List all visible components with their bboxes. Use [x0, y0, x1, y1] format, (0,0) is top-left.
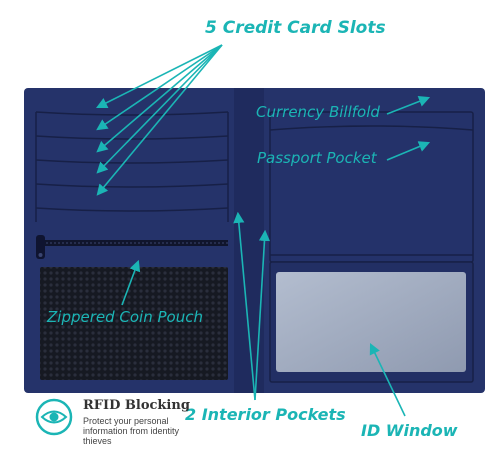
- arrow-card-slot-5: [96, 44, 223, 196]
- zipper-pull: [36, 235, 45, 259]
- label-currency-billfold: Currency Billfold: [256, 103, 380, 121]
- arrow-card-slot-1: [95, 44, 223, 109]
- arrow-passport: [386, 141, 431, 161]
- billfold-pocket: [269, 111, 474, 263]
- callout-arrows: [95, 44, 431, 417]
- label-credit-card-slots: 5 Credit Card Slots: [205, 18, 386, 38]
- arrow-card-slot-3: [96, 44, 223, 153]
- label-passport-pocket: Passport Pocket: [257, 149, 377, 167]
- arrow-zipper: [121, 259, 141, 306]
- card-slot: [35, 159, 229, 164]
- eye-shield-icon: [35, 398, 73, 436]
- zipper: [36, 235, 228, 259]
- label-interior-pockets: 2 Interior Pockets: [185, 405, 346, 424]
- arrow-card-slot-4: [96, 44, 223, 174]
- rfid-description: Protect your personal information from i…: [83, 416, 180, 446]
- arrow-currency: [386, 96, 431, 115]
- card-slot: [35, 183, 229, 188]
- card-slot: [35, 207, 229, 212]
- rfid-title: RFID Blocking: [83, 398, 190, 413]
- label-id-window: ID Window: [361, 421, 458, 440]
- arrow-id-window: [369, 342, 406, 417]
- card-slot: [35, 111, 229, 116]
- wallet: [24, 88, 485, 393]
- label-zippered-coin-pouch: Zippered Coin Pouch: [47, 308, 203, 326]
- spine: [234, 88, 264, 393]
- card-slots: [35, 111, 229, 222]
- arrow-interior-right: [254, 229, 271, 401]
- coin-pouch-mesh: [40, 267, 228, 380]
- arrow-card-slot-2: [96, 44, 223, 131]
- arrow-interior-left: [233, 211, 256, 401]
- rfid-badge: RFID Blocking Protect your personal info…: [34, 397, 204, 457]
- id-window-clear: [276, 272, 466, 372]
